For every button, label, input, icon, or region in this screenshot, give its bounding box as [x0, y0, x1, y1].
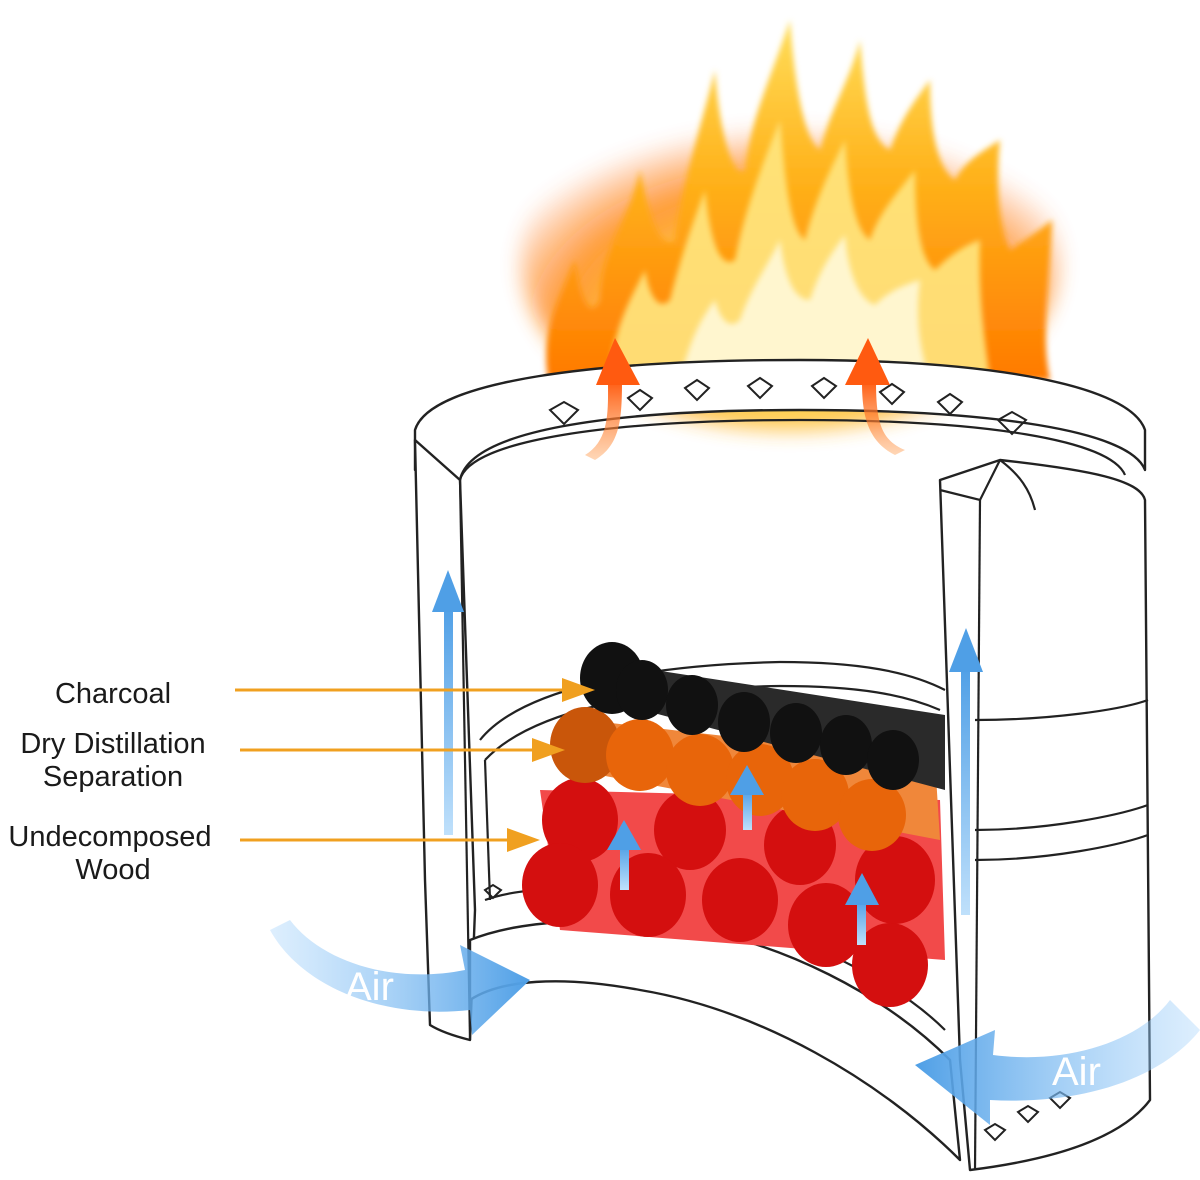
diamond-vent-icon [746, 376, 774, 400]
wood-pointer [240, 828, 540, 852]
log-stack [522, 642, 945, 1007]
bottom-vents [483, 883, 1072, 1142]
pointer-arrows [235, 678, 595, 852]
curved-arrow-icon [270, 920, 530, 1035]
heat-arrows [585, 338, 905, 460]
undecomposed-wood-label-line2: Wood [75, 854, 150, 886]
dry-distillation-label-line2: Separation [43, 761, 183, 793]
diamond-vent-icon [878, 382, 906, 406]
left-air-arrow: Air [270, 920, 530, 1035]
diamond-vent-icon [996, 410, 1028, 436]
top-vents [548, 376, 1028, 436]
wall-air-arrows [432, 570, 983, 915]
up-arrow-icon [845, 873, 879, 945]
layer-labels: Charcoal Dry Distillation Separation Und… [8, 678, 211, 886]
inner-air-arrows [607, 765, 879, 945]
diamond-vent-icon [1016, 1104, 1040, 1124]
up-arrow-icon [585, 338, 640, 460]
diamond-vent-icon [683, 378, 711, 402]
right-outer-wall [938, 458, 1152, 1172]
curved-arrow-icon [915, 1000, 1200, 1125]
right-air-arrow: Air [915, 1000, 1200, 1125]
diamond-vent-icon [936, 392, 964, 416]
diamond-vent-icon [548, 400, 580, 426]
up-arrow-icon [607, 820, 641, 890]
fire-pit-body [413, 358, 1152, 1172]
diamond-vent-icon [983, 1122, 1007, 1142]
up-arrow-icon [730, 765, 764, 830]
undecomposed-wood-label-line1: Undecomposed [8, 821, 211, 853]
charcoal-logs [580, 642, 919, 790]
up-arrow-icon [949, 628, 983, 915]
up-arrow-icon [432, 570, 464, 835]
dry-distillation-label-line1: Dry Distillation [20, 728, 205, 760]
charcoal-pointer [235, 678, 595, 702]
air-label-left: Air [345, 965, 394, 1009]
up-arrow-icon [845, 338, 905, 455]
air-label-right: Air [1052, 1050, 1101, 1094]
flames [520, 20, 1060, 430]
diamond-vent-icon [483, 883, 503, 900]
charcoal-label: Charcoal [55, 678, 171, 710]
diamond-vent-icon [626, 388, 654, 412]
distillation-pointer [240, 738, 565, 762]
dry-distillation-logs [550, 707, 906, 851]
diamond-vent-icon [810, 376, 838, 400]
